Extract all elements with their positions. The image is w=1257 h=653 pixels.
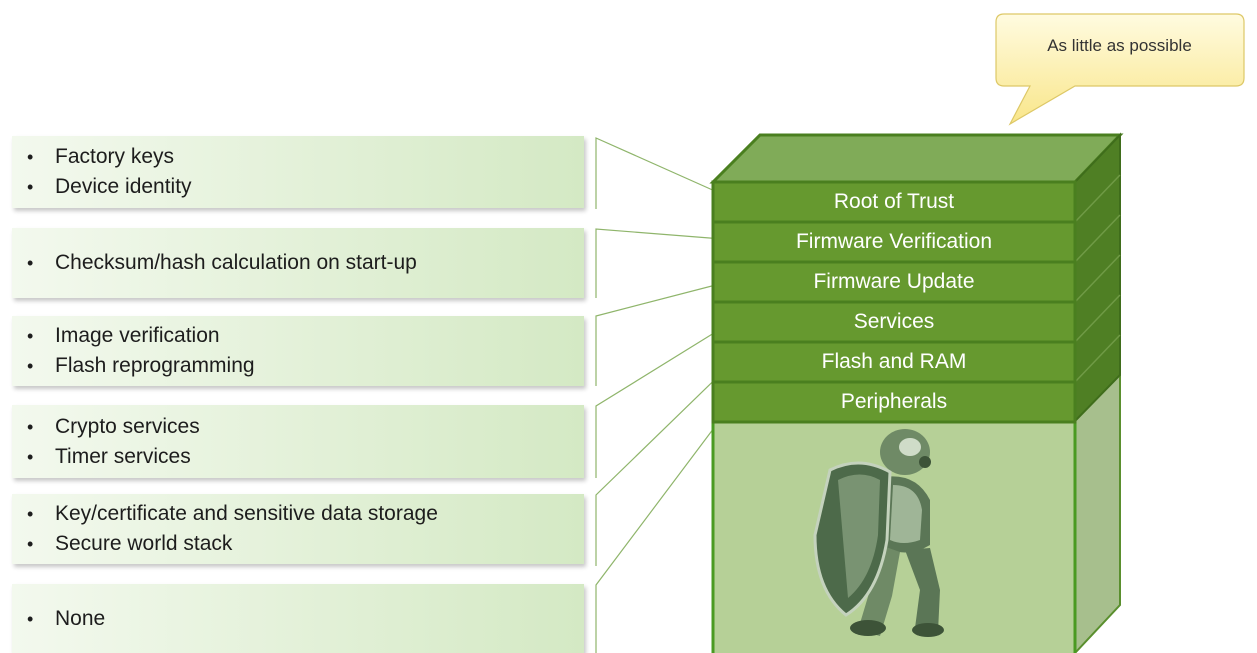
description-box-peripherals: • None (12, 584, 584, 653)
description-box-flash-and-ram: • Key/certificate and sensitive data stor… (12, 494, 584, 564)
layer-firmware-update: Firmware Update (813, 270, 975, 293)
bullet-item: • Image verification (27, 321, 584, 351)
description-box-root-of-trust: • Factory keys • Device identity (12, 136, 584, 208)
bullet-item: • Flash reprogramming (27, 351, 584, 381)
robot-shield-illustration (813, 429, 944, 637)
bullet-dot: • (27, 147, 34, 167)
description-box-firmware-verification: • Checksum/hash calculation on start-up (12, 228, 584, 298)
layer-root-of-trust: Root of Trust (833, 190, 955, 213)
connector-lines (595, 137, 736, 653)
layer-band-1 (711, 220, 1077, 264)
layer-firmware-verification: Firmware Verification (795, 230, 993, 253)
connector-line-4 (595, 359, 736, 566)
bullet-item: • Secure world stack (27, 529, 584, 559)
bullet-text: Image verification (55, 324, 220, 347)
bullet-text: Key/certificate and sensitive data stora… (55, 502, 438, 525)
bullet-text: Device identity (55, 175, 192, 198)
connector-line-5 (595, 399, 736, 653)
bullet-dot: • (27, 416, 34, 437)
bullet-text: Factory keys (55, 145, 175, 168)
bullet-text: Crypto services (55, 414, 200, 438)
bullet-item: • Checksum/hash calculation on start-up (27, 248, 584, 278)
bullet-item: • Crypto services (27, 412, 584, 442)
bullet-dot: • (27, 177, 34, 197)
description-box-services: • Crypto services • Timer services (12, 405, 584, 478)
stack-right-face-dividers (1074, 174, 1121, 383)
bullet-dot: • (27, 326, 34, 346)
connector-line-2 (595, 279, 736, 386)
bullet-item: • None (27, 604, 584, 634)
layer-band-5 (711, 380, 1077, 424)
bullet-text: Checksum/hash calculation on start-up (55, 251, 417, 274)
bullet-dot: • (27, 446, 34, 467)
bullet-item: • Timer services (27, 442, 584, 472)
layer-flash-and-ram: Flash and RAM (821, 350, 967, 373)
bullet-item: • Key/certificate and sensitive data stor… (27, 499, 584, 529)
layer-band-2 (711, 260, 1077, 304)
bullet-dot: • (27, 504, 34, 524)
bullet-text: Flash reprogramming (55, 354, 255, 377)
layer-peripherals: Peripherals (840, 390, 948, 413)
bullet-text: None (55, 606, 106, 630)
bullet-text: Secure world stack (55, 532, 233, 555)
stack-layers (711, 180, 1077, 424)
layer-band-0 (711, 180, 1077, 224)
bullet-dot: • (27, 356, 34, 376)
connector-line-3 (595, 319, 736, 478)
bullet-dot: • (27, 534, 34, 554)
bullet-item: • Device identity (27, 172, 584, 202)
bullet-dot: • (27, 253, 34, 273)
callout-text: As little as possible (1047, 36, 1192, 55)
bullet-text: Timer services (55, 444, 191, 468)
bullet-item: • Factory keys (27, 142, 584, 172)
bullet-dot: • (27, 608, 34, 629)
layer-services: Services (853, 310, 935, 333)
description-box-firmware-update: • Image verification • Flash reprogramming (12, 316, 584, 386)
connector-line-0 (595, 137, 736, 209)
layer-band-3 (711, 300, 1077, 344)
connector-line-1 (595, 228, 736, 298)
